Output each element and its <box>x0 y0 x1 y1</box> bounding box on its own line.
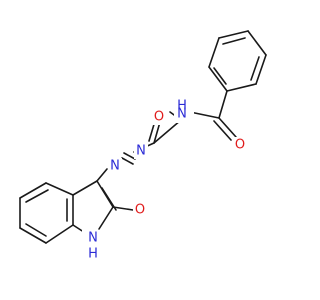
atom-azo-n2: N <box>108 158 122 174</box>
atom-hydrazide-oxygen: O <box>152 109 166 125</box>
amide-o-label: O <box>235 138 245 153</box>
indole-h-label: H <box>88 247 98 262</box>
atom-azo-n1: N <box>134 143 148 159</box>
indole-benzene-ring <box>19 182 74 244</box>
amide-carbonyl <box>189 90 237 141</box>
atom-amide-oxygen: O <box>234 137 248 153</box>
azo-n2-label: N <box>110 159 120 174</box>
hydroxyl-o-label: O <box>135 203 145 218</box>
indole-n-label: N <box>88 231 98 246</box>
structure-svg: H N O O N N O N H <box>19 30 267 262</box>
atom-hydroxyl-oxygen: O <box>133 202 147 218</box>
benzene-ring-top <box>208 30 267 92</box>
hydrazide-o-label: O <box>154 110 164 125</box>
amide-n-label: N <box>177 107 187 122</box>
molecule-diagram: H N O O N N O N H <box>19 30 267 262</box>
atom-amide-nh: H N <box>174 99 194 123</box>
azo-n1-label: N <box>136 144 146 159</box>
atom-indole-nh: N H <box>82 230 104 262</box>
indole-pyrrole-ring <box>72 180 134 237</box>
azo-bond <box>96 152 136 182</box>
amide-h-label: H <box>177 99 187 114</box>
